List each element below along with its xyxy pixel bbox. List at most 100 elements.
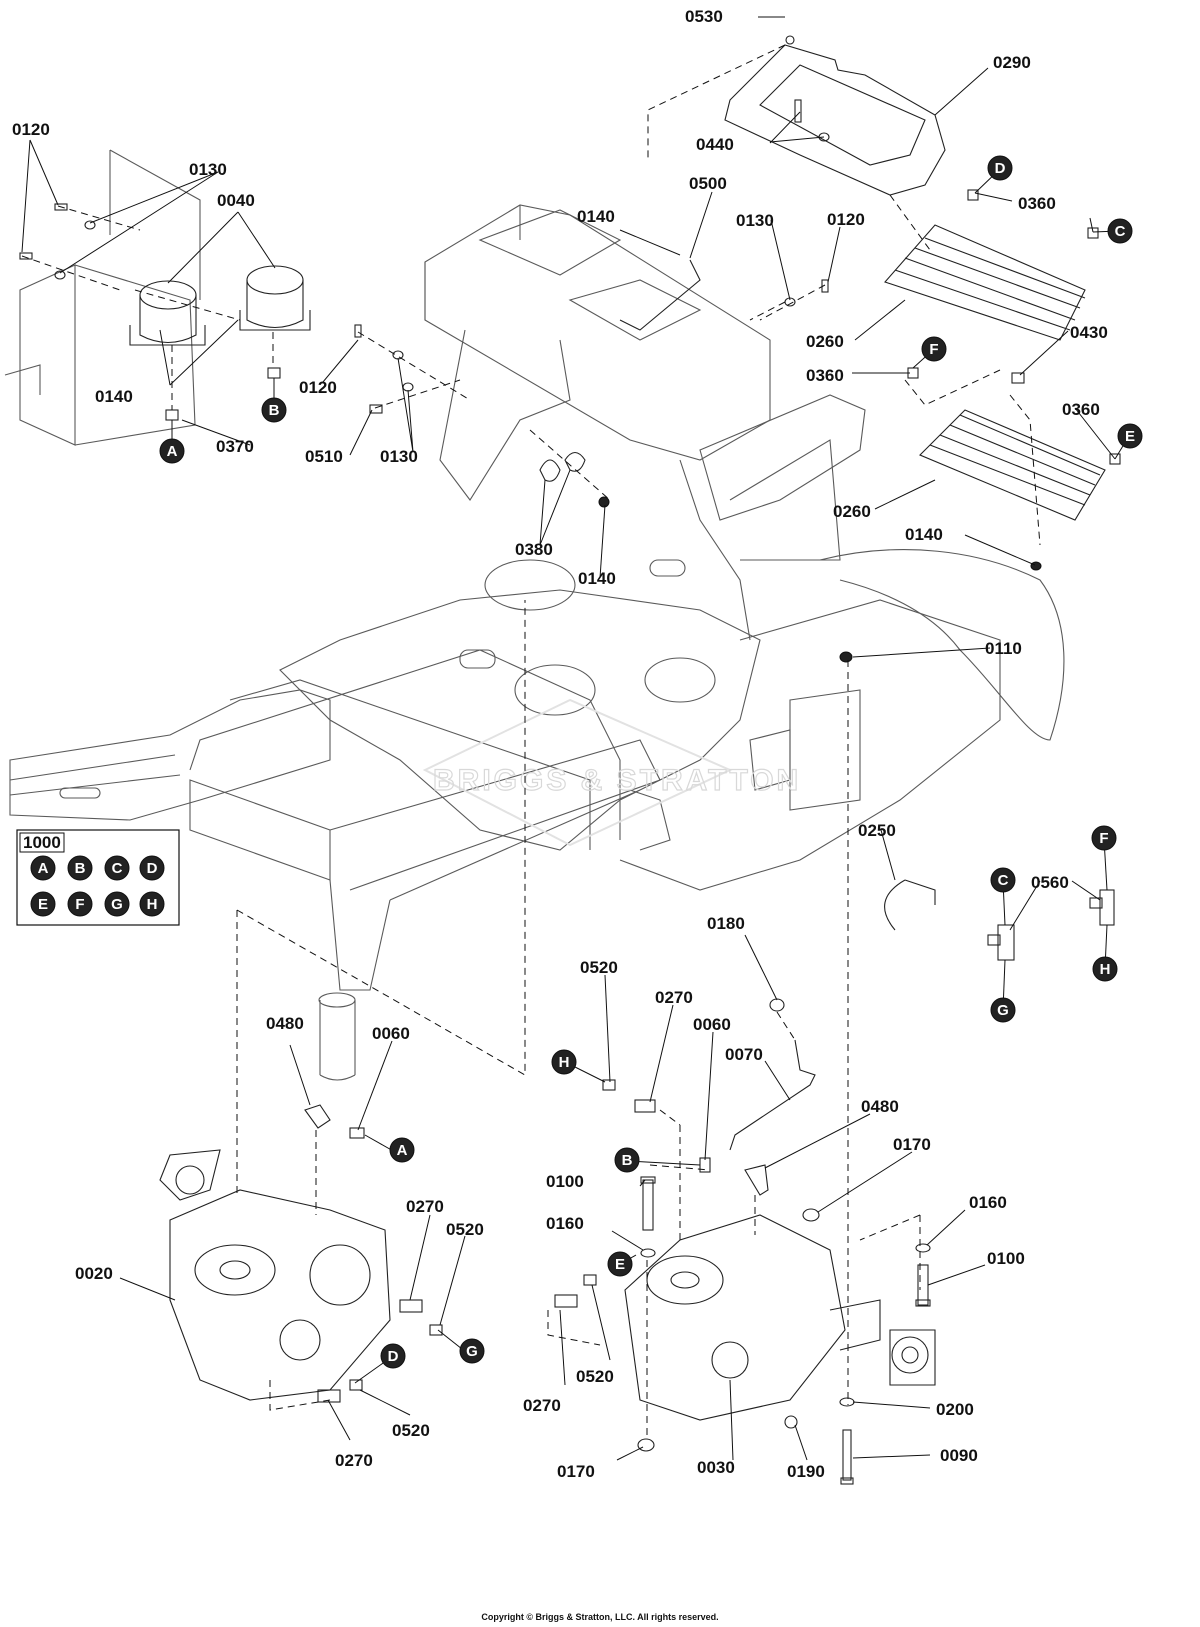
label-0520: 0520 <box>576 1367 614 1386</box>
label-0520: 0520 <box>446 1220 484 1239</box>
label-0130: 0130 <box>189 160 227 179</box>
label-0520: 0520 <box>580 958 618 977</box>
label-0040: 0040 <box>217 191 255 210</box>
label-0510: 0510 <box>305 447 343 466</box>
svg-text:G: G <box>997 1002 1009 1019</box>
label-0140: 0140 <box>905 525 943 544</box>
label-0500: 0500 <box>689 174 727 193</box>
label-0170: 0170 <box>557 1462 595 1481</box>
label-0270: 0270 <box>406 1197 444 1216</box>
label-0090: 0090 <box>940 1446 978 1465</box>
legend-A: A <box>30 855 56 881</box>
label-0130: 0130 <box>380 447 418 466</box>
label-0140: 0140 <box>577 207 615 226</box>
connector-H-right: H <box>551 1049 577 1075</box>
label-0520: 0520 <box>392 1421 430 1440</box>
legend-F: F <box>67 891 93 917</box>
svg-text:F: F <box>75 896 84 913</box>
label-0430: 0430 <box>1070 323 1108 342</box>
label-0020: 0020 <box>75 1264 113 1283</box>
connector-A-left: A <box>159 438 185 464</box>
assembly-lines <box>21 44 1041 1440</box>
hose-clamp-0250 <box>884 879 936 931</box>
svg-text:BRIGGS & STRATTON: BRIGGS & STRATTON <box>433 764 801 797</box>
svg-text:B: B <box>75 860 86 877</box>
legend-B: B <box>67 855 93 881</box>
label-0190: 0190 <box>787 1462 825 1481</box>
transmission-left <box>159 1149 391 1401</box>
oil-cooler-upper <box>884 224 1086 341</box>
svg-text:F: F <box>1099 830 1108 847</box>
svg-text:G: G <box>466 1343 478 1360</box>
label-0440: 0440 <box>696 135 734 154</box>
hydraulic-reservoir-right <box>239 265 311 331</box>
svg-text:A: A <box>38 860 49 877</box>
svg-text:E: E <box>615 1256 625 1273</box>
legend-title: 1000 <box>23 833 61 852</box>
connector-D-left-trans: D <box>380 1343 406 1369</box>
label-0260: 0260 <box>806 332 844 351</box>
connector-B-right: B <box>614 1147 640 1173</box>
hydraulic-line-0070 <box>729 1039 816 1151</box>
connector-E-right: E <box>607 1251 633 1277</box>
connector-D-top: D <box>987 155 1013 181</box>
label-0120: 0120 <box>12 120 50 139</box>
svg-text:A: A <box>397 1142 408 1159</box>
svg-text:D: D <box>147 860 158 877</box>
connector-F-top: F <box>921 336 947 362</box>
cooler-mount-plate <box>724 35 946 196</box>
label-0290: 0290 <box>993 53 1031 72</box>
legend-1000: 1000 A B C D E F G H <box>16 829 180 926</box>
connector-G-left-trans: G <box>459 1338 485 1364</box>
chassis-frame <box>4 149 1065 1081</box>
label-0260: 0260 <box>833 502 871 521</box>
label-0270: 0270 <box>655 988 693 1007</box>
label-0130: 0130 <box>736 211 774 230</box>
connector-F-tee: F <box>1091 825 1117 851</box>
connector-B-left: B <box>261 397 287 423</box>
svg-text:F: F <box>929 341 938 358</box>
connector-H-tee: H <box>1092 956 1118 982</box>
legend-G: G <box>104 891 130 917</box>
svg-text:A: A <box>167 443 178 460</box>
label-0270: 0270 <box>335 1451 373 1470</box>
label-0480: 0480 <box>266 1014 304 1033</box>
label-0560: 0560 <box>1031 873 1069 892</box>
svg-text:E: E <box>1125 428 1135 445</box>
fasteners <box>19 99 1121 1485</box>
label-0030: 0030 <box>697 1458 735 1477</box>
connector-markers: A B D C F E F C H G H B E A G D <box>159 155 1143 1369</box>
svg-text:H: H <box>559 1054 570 1071</box>
svg-text:C: C <box>112 860 123 877</box>
label-0370: 0370 <box>216 437 254 456</box>
label-0110: 0110 <box>985 639 1022 658</box>
label-0360: 0360 <box>1062 400 1100 419</box>
leader-lines <box>21 16 1130 1461</box>
transmission-right <box>624 1214 936 1421</box>
legend-H: H <box>139 891 165 917</box>
svg-text:H: H <box>1100 961 1111 978</box>
label-0160: 0160 <box>969 1193 1007 1212</box>
svg-text:E: E <box>38 896 48 913</box>
legend-C: C <box>104 855 130 881</box>
label-0160: 0160 <box>546 1214 584 1233</box>
label-0120: 0120 <box>299 378 337 397</box>
clamps-0380 <box>539 451 586 482</box>
watermark: BRIGGS & STRATTON <box>422 698 801 847</box>
label-0070: 0070 <box>725 1045 763 1064</box>
label-0380: 0380 <box>515 540 553 559</box>
label-0360: 0360 <box>806 366 844 385</box>
label-0060: 0060 <box>372 1024 410 1043</box>
label-0270: 0270 <box>523 1396 561 1415</box>
connector-C-tee: C <box>990 867 1016 893</box>
connector-G-tee: G <box>990 997 1016 1023</box>
label-0100: 0100 <box>546 1172 584 1191</box>
label-0120: 0120 <box>827 210 865 229</box>
label-0200: 0200 <box>936 1400 974 1419</box>
label-0180: 0180 <box>707 914 745 933</box>
connector-A-left-trans: A <box>389 1137 415 1163</box>
tee-fitting-left <box>987 924 1015 961</box>
svg-text:D: D <box>995 160 1006 177</box>
svg-text:C: C <box>998 872 1009 889</box>
